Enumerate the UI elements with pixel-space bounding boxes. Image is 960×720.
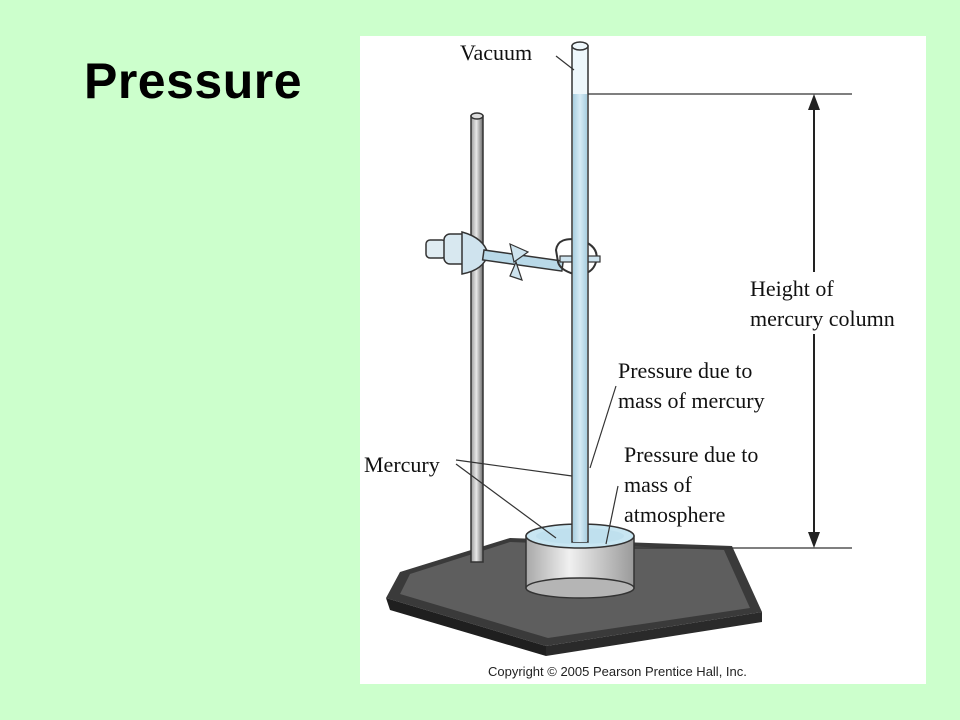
label-mass-mercury-line2: mass of mercury: [618, 388, 765, 413]
label-mass-mercury-line1: Pressure due to: [618, 358, 752, 383]
barometer-diagram: Vacuum Height of mercury column Pressure…: [364, 40, 926, 679]
label-atmosphere-line3: atmosphere: [624, 502, 725, 527]
barometer-figure: Vacuum Height of mercury column Pressure…: [360, 36, 926, 684]
barometer-tube: [571, 41, 589, 543]
stand-rod: [470, 112, 484, 563]
leader-lines: [455, 55, 619, 545]
label-vacuum: Vacuum: [460, 40, 532, 65]
label-mercury: Mercury: [364, 452, 440, 477]
label-atmosphere-line1: Pressure due to: [624, 442, 758, 467]
height-indicator: [588, 93, 926, 549]
copyright-notice: Copyright © 2005 Pearson Prentice Hall, …: [488, 664, 747, 679]
slide-title: Pressure: [84, 53, 303, 109]
label-height-line1: Height of: [750, 276, 834, 301]
label-atmosphere-line2: mass of: [624, 472, 693, 497]
label-height-line2: mercury column: [750, 306, 895, 331]
